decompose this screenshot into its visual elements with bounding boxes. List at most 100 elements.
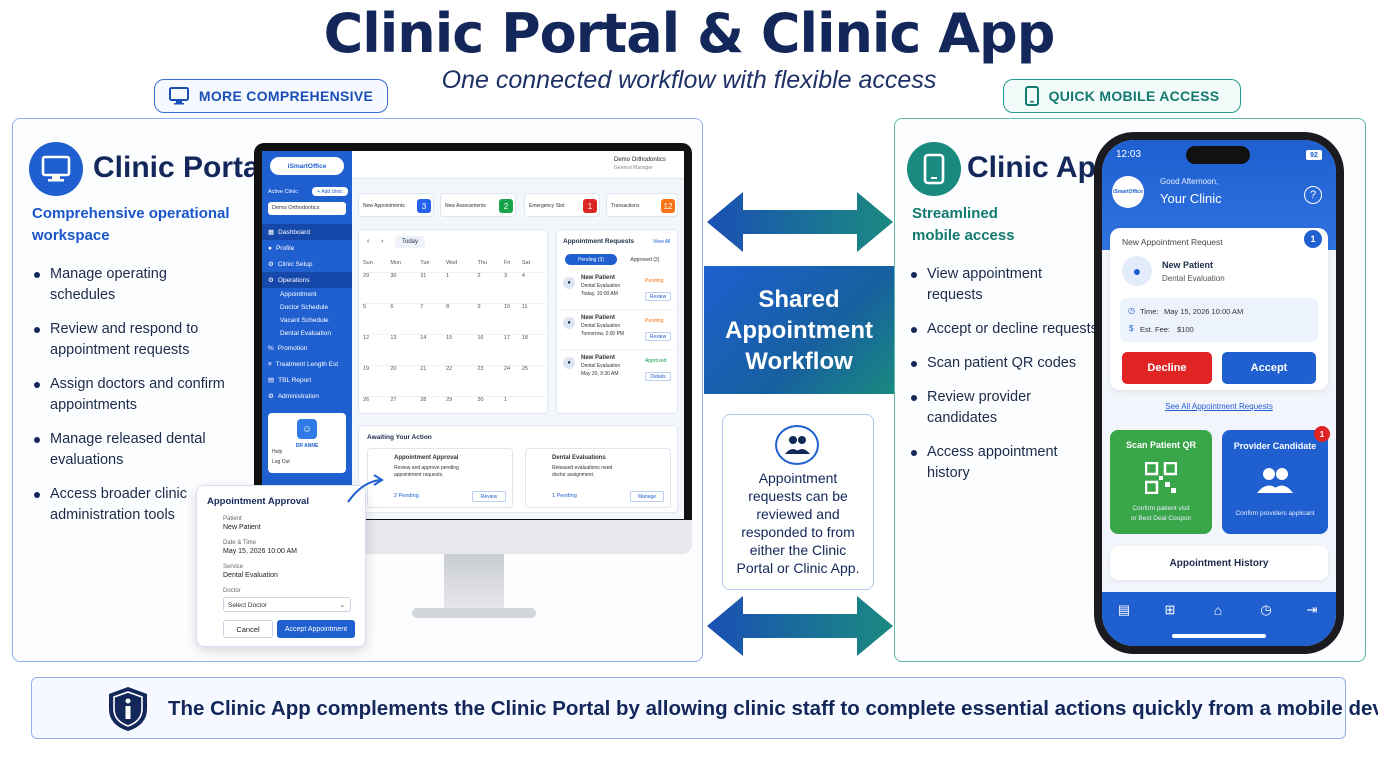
history-icon[interactable]: ◷ [1260,602,1272,617]
scan-tile-title: Scan Patient QR [1125,440,1197,450]
callout-arrow [347,474,384,503]
nav-doctor-schedule[interactable]: Doctor Schedule [280,304,329,311]
portal-topbar: Demo Orthodontics General Manager [352,151,684,179]
stat-transactions[interactable]: Transactions 12 [606,193,678,217]
time-value: May 15, 2026 10:00 AM [1164,307,1244,316]
shared-workflow-banner: Shared Appointment Workflow [704,266,894,394]
today-button[interactable]: Today [395,236,425,248]
portal-feature-list: Manage operating schedules Review and re… [32,264,232,526]
workflow-note-card: Appointment requests can be reviewed and… [722,414,874,590]
accept-appointment-button[interactable]: Accept Appointment [277,620,355,638]
more-comprehensive-label: MORE COMPREHENSIVE [198,88,374,104]
manage-button[interactable]: Manage [630,491,664,502]
next-month-button[interactable]: › [381,238,384,245]
service-value: Dental Evaluation [223,572,278,579]
nav-appointment[interactable]: Appointment [280,291,317,298]
view-all-link[interactable]: View All [653,239,671,245]
user-role: General Manager [614,165,653,171]
home-icon[interactable]: ⌂ [1213,602,1223,618]
dental-evaluations-task[interactable]: Dental Evaluations Released evaluations … [525,448,671,508]
request-row[interactable]: ● New Patient Dental Evaluation Today, 1… [561,274,675,310]
add-clinic-button[interactable]: + Add clinic [312,187,348,196]
avatar: ☺ [297,419,317,439]
review-button[interactable]: Review [472,491,506,502]
workflow-note-text: Appointment requests can be reviewed and… [736,470,860,576]
portal-subtitle: Comprehensive operational workspace [32,203,230,247]
nav-profile[interactable]: ●Profile [268,244,295,252]
dynamic-island [1186,146,1250,164]
request-count-badge: 1 [1304,230,1322,248]
request-details: ◷ Time: May 15, 2026 10:00 AM $ Est. Fee… [1120,298,1318,342]
review-button[interactable]: Review [645,332,671,341]
calendar-icon[interactable]: ▤ [1117,602,1131,617]
see-all-requests-link[interactable]: See All Appointment Requests [1165,402,1273,411]
nav-tbl-report[interactable]: ▤TBL Report [268,376,312,385]
request-row[interactable]: ● New Patient Dental Evaluation Tomorrow… [561,314,675,350]
appointment-approval-task[interactable]: Appointment Approval Review and approve … [367,448,513,508]
shared-line2: Appointment [725,317,873,344]
help-link[interactable]: Help [272,449,283,455]
nav-administration[interactable]: ⚙Administration [268,392,320,401]
clinic-portal-title: Clinic Portal [93,151,269,184]
profile-name: DR ANNE [295,443,319,449]
appointment-approval-dialog: Appointment Approval Patient New Patient… [196,485,366,647]
patient-service: Dental Evaluation [1162,274,1225,283]
logout-icon[interactable]: ⇥ [1306,602,1318,617]
accept-button[interactable]: Accept [1222,352,1316,384]
patient-avatar-icon: ● [563,317,575,329]
patient-avatar-icon: ● [1122,256,1152,286]
prev-month-button[interactable]: ‹ [367,238,370,245]
user-name: Demo Orthodontics [614,157,666,163]
app-feature: Access appointment history [909,442,1099,484]
details-button[interactable]: Details [645,372,671,381]
bottom-tab-bar: ▤ ⊞ ⌂ ◷ ⇥ [1102,592,1336,646]
app-feature-list: View appointment requests Accept or decl… [909,264,1099,484]
nav-dental-evaluation[interactable]: Dental Evaluation [280,330,331,337]
decline-button[interactable]: Decline [1122,352,1212,384]
tab-approved[interactable]: Approved (2) [630,256,660,263]
provider-tile-desc: Confirm providers applicant [1235,510,1315,517]
status-badge: Pending [645,318,664,324]
doctor-select[interactable]: Select Doctor⌄ [223,597,351,612]
sync-arrow-top [707,192,893,252]
nav-clinic-setup[interactable]: ⚙Clinic Setup [268,260,313,269]
appointment-history-button[interactable]: Appointment History [1110,546,1328,580]
monitor-stand [444,554,504,614]
dialog-title: Appointment Approval [207,496,310,507]
stat-new-appointments[interactable]: New Appointments 3 [358,193,434,217]
request-row[interactable]: ● New Patient Dental Evaluation May 20, … [561,354,675,390]
datetime-label: Date & Time [223,540,257,546]
requests-title: Appointment Requests [563,238,635,245]
provider-candidate-tile[interactable]: Provider Candidate 1 Confirm providers a… [1222,426,1330,534]
nav-treatment-length[interactable]: ≡Treatment Length Est [268,360,339,368]
tab-pending[interactable]: Pending (3) [565,254,617,265]
patient-avatar-icon: ● [563,357,575,369]
footer-text: The Clinic App complements the Clinic Po… [168,697,1378,720]
help-icon[interactable]: ? [1304,186,1322,204]
patient-name: New Patient [1162,260,1214,270]
monitor-icon [168,87,189,105]
provider-count-badge: 1 [1314,426,1330,442]
nav-vacant-schedule[interactable]: Vacant Schedule [280,317,329,324]
nav-promotion[interactable]: %Promotion [268,344,308,352]
app-feature: View appointment requests [909,264,1099,306]
clock-icon: ◷ [1128,306,1135,315]
review-button[interactable]: Review [645,292,671,301]
app-feature: Accept or decline requests [909,319,1099,340]
nav-operations[interactable]: ⚙Operations [262,272,352,288]
medical-case-icon[interactable]: ⊞ [1164,602,1176,617]
stat-new-assessments[interactable]: New Assessments 2 [440,193,516,217]
clinic-selector[interactable]: Demo Orthodontics [268,202,346,215]
logout-link[interactable]: Log Out [272,459,290,465]
cancel-button[interactable]: Cancel [223,620,273,638]
status-time: 12:03 [1116,149,1142,160]
stat-emergency-slot[interactable]: Emergency Slot 1 [524,193,600,217]
nav-dashboard[interactable]: ▦Dashboard [262,224,352,240]
app-screen: 12:03 92 iSmartOffice Good Afternoon, Yo… [1102,140,1336,646]
app-subtitle-line2: mobile access [912,227,1015,244]
